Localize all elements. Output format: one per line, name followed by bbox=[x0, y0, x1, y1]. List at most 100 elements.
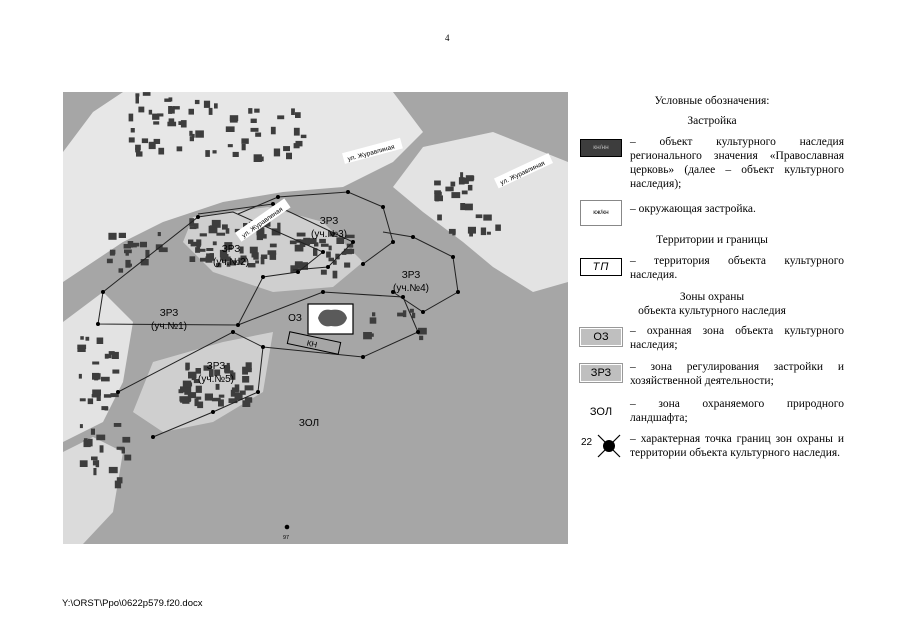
boundary-point bbox=[321, 250, 325, 254]
building bbox=[164, 98, 171, 102]
building bbox=[313, 248, 318, 256]
building bbox=[79, 460, 88, 467]
building bbox=[80, 336, 84, 340]
building bbox=[225, 126, 235, 132]
building bbox=[195, 385, 202, 393]
building bbox=[203, 365, 212, 371]
building bbox=[225, 228, 230, 234]
building bbox=[140, 241, 147, 248]
building bbox=[92, 389, 101, 396]
building bbox=[290, 265, 298, 273]
building bbox=[218, 399, 224, 407]
oz-symbol: ОЗ bbox=[579, 327, 623, 347]
boundary-point bbox=[211, 410, 215, 414]
building bbox=[214, 103, 218, 109]
building bbox=[232, 151, 239, 157]
building bbox=[101, 376, 110, 382]
boundary-point bbox=[196, 215, 200, 219]
building bbox=[451, 192, 461, 199]
building bbox=[215, 383, 220, 390]
building bbox=[208, 107, 213, 115]
building bbox=[328, 245, 332, 251]
boundary-point bbox=[391, 290, 395, 294]
building bbox=[216, 232, 226, 236]
building bbox=[209, 369, 214, 377]
zrz3-boundary bbox=[237, 191, 394, 265]
building bbox=[188, 371, 197, 379]
building bbox=[269, 253, 277, 260]
building bbox=[329, 232, 335, 237]
zrz-symbol: ЗРЗ bbox=[579, 363, 623, 383]
building bbox=[199, 233, 207, 237]
building bbox=[271, 228, 281, 236]
oz-label: ОЗ bbox=[288, 313, 302, 324]
boundary-point bbox=[296, 270, 300, 274]
building bbox=[234, 384, 240, 392]
zrz4-boundary bbox=[382, 231, 459, 313]
building bbox=[336, 237, 344, 244]
building bbox=[345, 248, 355, 254]
building bbox=[269, 243, 277, 248]
boundary-point bbox=[231, 330, 235, 334]
building bbox=[260, 257, 265, 265]
building bbox=[108, 351, 115, 355]
building bbox=[417, 327, 427, 335]
legend-text-oz: – охранная зона объекта культурного насл… bbox=[630, 325, 844, 351]
surrounding-symbol: кж/кн bbox=[580, 200, 622, 226]
point-97: 97 bbox=[283, 524, 290, 541]
building bbox=[135, 93, 140, 97]
building bbox=[189, 226, 197, 230]
building bbox=[483, 214, 492, 221]
building bbox=[124, 249, 132, 254]
building bbox=[283, 146, 290, 152]
building bbox=[345, 234, 355, 239]
building bbox=[158, 147, 165, 155]
building bbox=[230, 370, 234, 378]
zrz5-sub: (уч.№5) bbox=[198, 374, 234, 385]
building bbox=[419, 335, 424, 341]
building bbox=[92, 361, 100, 365]
boundary-point bbox=[96, 322, 100, 326]
boundary-point bbox=[236, 323, 240, 327]
boundary-point bbox=[326, 265, 330, 269]
building bbox=[203, 100, 211, 108]
legend-text-object: – объект культурного наследия региональн… bbox=[630, 136, 844, 190]
building bbox=[320, 243, 329, 247]
boundary-point bbox=[456, 290, 460, 294]
boundary-point bbox=[116, 390, 120, 394]
boundary-point bbox=[151, 435, 155, 439]
legend-section-zones-2: объекта культурного наследия bbox=[638, 305, 786, 317]
building bbox=[118, 232, 126, 238]
building bbox=[78, 373, 82, 379]
building bbox=[79, 398, 86, 402]
building bbox=[196, 396, 202, 400]
building bbox=[234, 228, 241, 233]
building bbox=[101, 406, 108, 411]
building bbox=[438, 191, 442, 196]
building bbox=[480, 227, 487, 236]
boundary-point bbox=[411, 235, 415, 239]
building bbox=[255, 260, 259, 264]
legend-section-territories: Территории и границы bbox=[656, 234, 768, 246]
building bbox=[141, 138, 149, 144]
building bbox=[253, 154, 262, 162]
building bbox=[286, 152, 292, 160]
building bbox=[230, 389, 235, 397]
building bbox=[205, 256, 213, 263]
building bbox=[332, 260, 337, 265]
building bbox=[294, 244, 304, 252]
building bbox=[191, 133, 195, 138]
building bbox=[308, 238, 317, 244]
building bbox=[135, 96, 139, 104]
built-area-west bbox=[63, 292, 133, 442]
building bbox=[196, 241, 201, 248]
building bbox=[114, 480, 122, 489]
building bbox=[277, 115, 285, 120]
building bbox=[402, 310, 407, 318]
building bbox=[239, 246, 244, 254]
building bbox=[212, 241, 217, 246]
building bbox=[108, 466, 118, 474]
building bbox=[188, 239, 194, 244]
object-label-box: КН bbox=[286, 331, 342, 355]
building bbox=[218, 394, 225, 398]
